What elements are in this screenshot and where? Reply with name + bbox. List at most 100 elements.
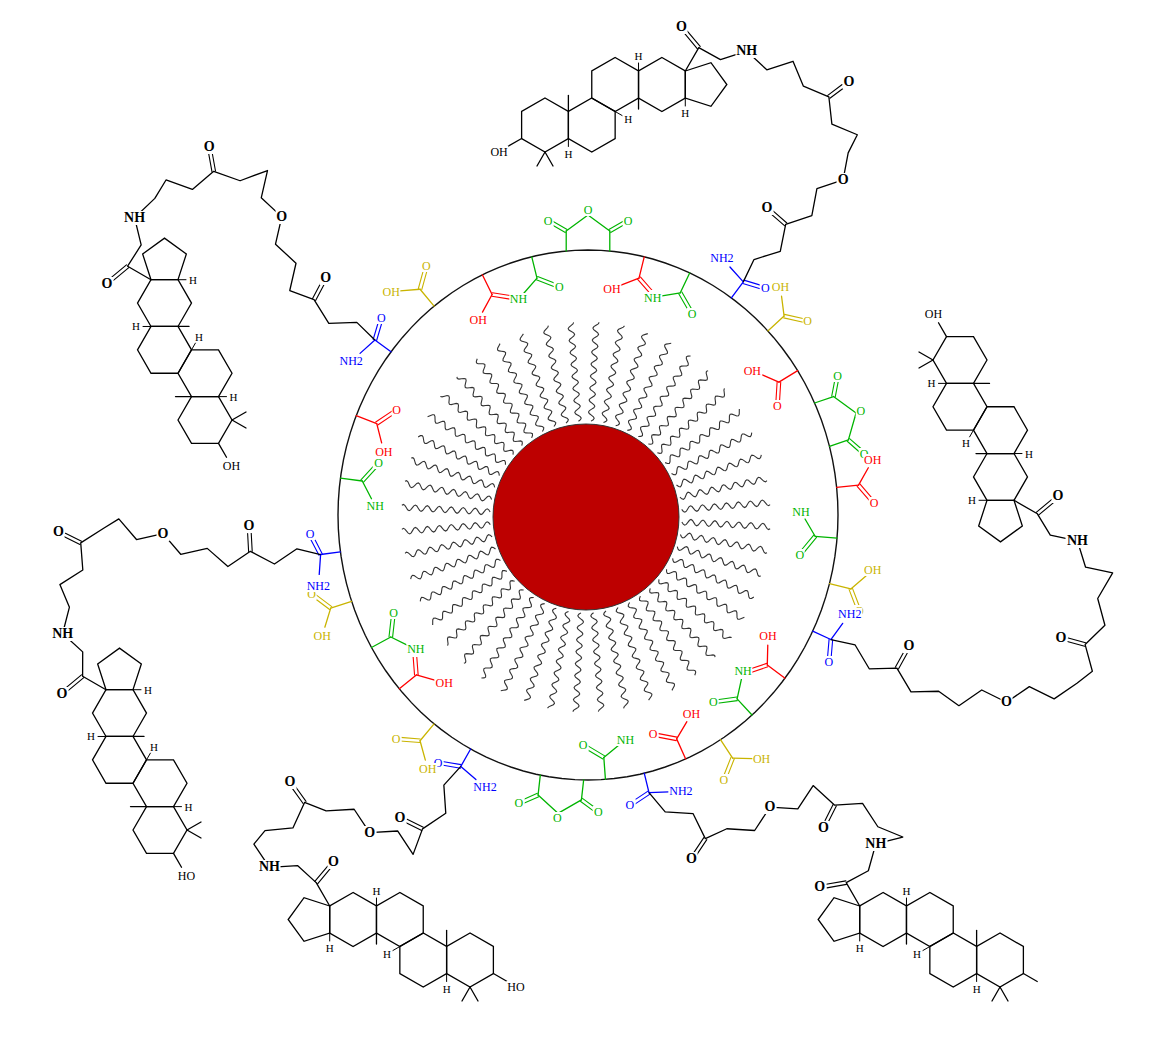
double-bond	[376, 411, 393, 422]
alkyl-chain	[676, 455, 761, 487]
bond-line	[325, 608, 331, 627]
alkyl-chain	[588, 322, 599, 421]
bond-line	[604, 745, 619, 758]
bond-line	[316, 883, 330, 906]
double-bond	[828, 85, 842, 96]
bond-line	[976, 931, 977, 947]
alkyl-chain	[680, 533, 767, 553]
bond-line	[649, 791, 669, 793]
atom-label: O	[513, 797, 524, 809]
nanoparticle-core	[493, 424, 679, 610]
atom-label: NH2	[306, 580, 331, 592]
alkyl-chain	[501, 604, 545, 691]
alkyl-chain	[650, 588, 715, 657]
atom-label: O	[1000, 695, 1013, 709]
bond-line	[524, 278, 537, 293]
bond-line	[767, 665, 785, 678]
double-bond	[776, 382, 777, 402]
bond-line	[837, 485, 859, 487]
bond-line	[737, 699, 752, 715]
alkyl-chain	[682, 519, 770, 529]
ring-outline	[288, 898, 330, 942]
atom-label: H	[912, 949, 922, 960]
double-bond	[552, 221, 567, 229]
atom-label: NH2	[837, 608, 862, 620]
ring-outline	[860, 893, 907, 947]
atom-label: OH	[381, 286, 400, 298]
bond-line	[761, 374, 779, 382]
alkyl-chain	[520, 334, 556, 427]
atom-label: H	[371, 886, 381, 897]
atom-label: NH	[509, 293, 528, 305]
atom-label: O	[284, 775, 297, 789]
bond-line	[538, 795, 558, 813]
atom-label: H	[149, 741, 159, 752]
alkyl-chain	[672, 433, 752, 475]
ring-outline	[447, 933, 494, 987]
bond-line	[376, 933, 377, 944]
ring-outline	[592, 58, 639, 112]
ring-outline	[818, 898, 860, 942]
bond-line	[508, 139, 522, 147]
atom-label: O	[802, 315, 813, 327]
bond-line	[833, 397, 856, 414]
atom-label: H	[634, 51, 644, 62]
atom-label: NH	[643, 292, 662, 304]
bond-line	[537, 152, 545, 166]
atom-label: O	[718, 774, 729, 786]
bond-line	[906, 898, 907, 906]
alkyl-chain	[573, 613, 584, 712]
bond-line	[321, 552, 341, 555]
atom-label: O	[794, 549, 805, 561]
bond-line	[1014, 453, 1022, 454]
bond-line	[232, 412, 246, 420]
ring-outline	[133, 760, 187, 807]
atom-label: OH	[863, 454, 882, 466]
alkyl-chain	[648, 371, 708, 444]
atom-label: H	[143, 684, 153, 695]
atom-label: H	[967, 495, 977, 506]
atom-label: NH	[123, 211, 146, 225]
atom-label: O	[1055, 631, 1068, 645]
atom-label: O	[543, 215, 554, 227]
atom-label: NH2	[472, 781, 497, 793]
ring-outline	[376, 893, 423, 947]
double-bond	[580, 801, 594, 811]
bond-line	[568, 139, 569, 147]
atom-label: H	[961, 438, 971, 449]
double-bond	[64, 536, 80, 544]
double-bond	[832, 379, 835, 396]
bond-line	[581, 780, 583, 800]
bond-line	[919, 352, 933, 360]
atom-label: O	[305, 528, 316, 540]
atom-label: H	[927, 378, 937, 389]
alkyl-chain	[682, 500, 770, 512]
atom-label: O	[376, 312, 387, 324]
double-bond	[523, 797, 539, 804]
double-bond	[1067, 642, 1084, 647]
double-bond	[406, 823, 422, 831]
atom-label: O	[421, 260, 432, 272]
bond-line	[174, 853, 182, 867]
bond-line	[685, 48, 699, 71]
ring-outline	[98, 648, 142, 690]
linker-chain	[831, 514, 1113, 706]
bond-line	[545, 152, 553, 166]
bond-line	[331, 601, 352, 608]
atom-label: O	[824, 656, 835, 668]
double-bond	[697, 840, 707, 855]
bond-line	[685, 98, 686, 106]
atom-label: H	[680, 108, 690, 119]
bond-line	[720, 740, 732, 758]
alkyl-chain	[677, 547, 761, 577]
bond-line	[970, 430, 974, 437]
bond-line	[329, 933, 330, 941]
atom-label: H	[1024, 448, 1034, 459]
atom-label: O	[391, 404, 402, 416]
double-bond	[400, 737, 420, 739]
bond-line	[919, 360, 933, 368]
double-bond	[400, 741, 420, 743]
bond-line	[393, 947, 400, 951]
bond-line	[532, 257, 537, 278]
alkyl-chain	[639, 596, 695, 675]
